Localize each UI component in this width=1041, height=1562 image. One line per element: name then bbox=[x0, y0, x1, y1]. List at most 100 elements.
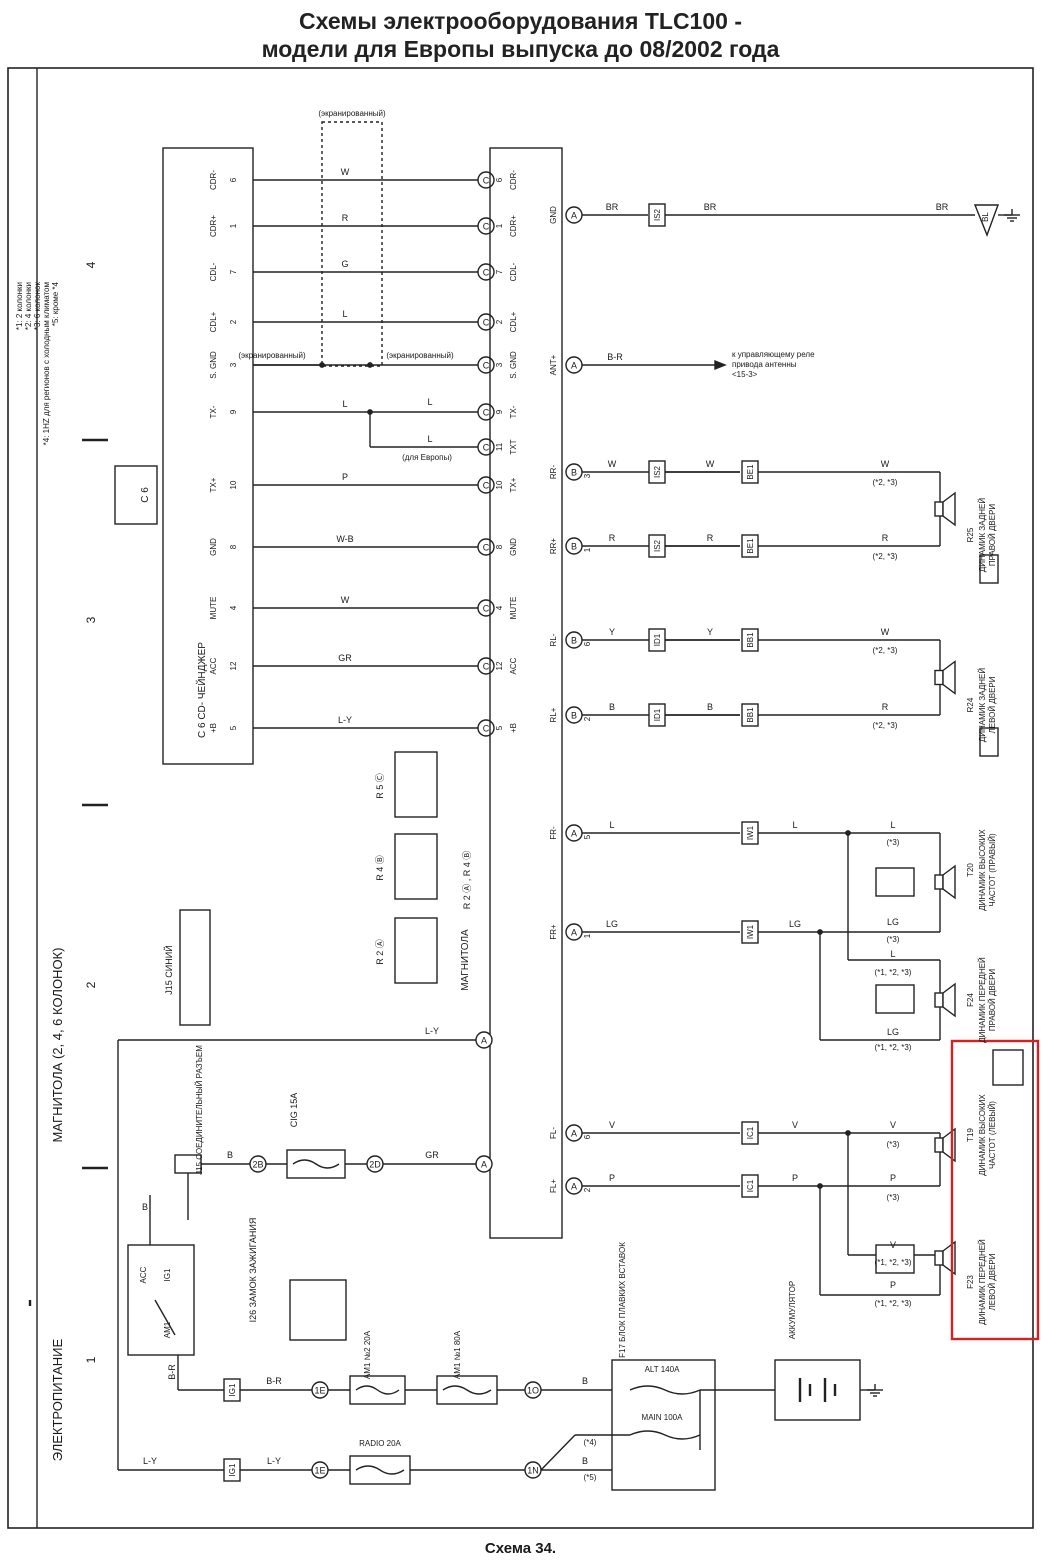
fuse-label: MAIN 100A bbox=[642, 1413, 684, 1422]
cd-changer-box bbox=[162, 147, 254, 765]
head-unit-pin-name: RL- bbox=[549, 633, 558, 646]
head-unit-pin-number: 10 bbox=[495, 480, 504, 489]
connector-terminal-letter: A bbox=[571, 928, 577, 938]
shield-note: (экранированный) bbox=[318, 109, 386, 118]
pin-number: 6 bbox=[583, 1134, 592, 1139]
speaker-name: ЧАСТОТ (ПРАВЫЙ) bbox=[988, 833, 997, 907]
cd-pin-number: 5 bbox=[229, 725, 238, 730]
wire-color-code: W-B bbox=[336, 534, 353, 544]
battery-box bbox=[774, 1359, 861, 1421]
speaker-name: ЛЕВОЙ ДВЕРИ bbox=[988, 1253, 997, 1310]
speaker-connector bbox=[979, 727, 999, 757]
speaker-T19-cone bbox=[942, 1127, 956, 1163]
junction-label: IG1 bbox=[228, 1383, 237, 1396]
connector-terminal-letter: C bbox=[483, 443, 490, 453]
head-unit-connector-label: R 4 Ⓑ bbox=[375, 855, 385, 881]
wire-color-code: G bbox=[341, 259, 348, 269]
section-label-power: ЭЛЕКТРОПИТАНИЕ bbox=[50, 1338, 65, 1461]
speaker-ref: F24 bbox=[966, 993, 975, 1007]
head-unit-pin-name: ANT+ bbox=[549, 354, 558, 375]
speaker-F24-magnet bbox=[934, 992, 944, 1008]
wire-color-code: LG bbox=[887, 1027, 899, 1037]
head-unit-pin-name: CDR+ bbox=[509, 215, 518, 237]
speaker-F23-magnet bbox=[934, 1250, 944, 1266]
shield-dashed bbox=[321, 121, 383, 367]
wire-color-code: LG bbox=[887, 917, 899, 927]
wire-color-code: B bbox=[227, 1150, 233, 1160]
power-wire bbox=[540, 1434, 576, 1471]
wire-color-code: LG bbox=[789, 919, 801, 929]
connector-terminal-letter: 1E bbox=[314, 1466, 325, 1476]
wire-color-code: W bbox=[341, 595, 350, 605]
wire-color-code: R bbox=[707, 533, 714, 543]
head-unit-connector-label: R 5 Ⓒ bbox=[375, 773, 385, 799]
connector-terminal-letter: B bbox=[571, 542, 577, 552]
wire-color-code: P bbox=[609, 1173, 615, 1183]
head-unit-refs: R 2 Ⓐ , R 4 Ⓑ bbox=[462, 851, 472, 910]
connector-terminal-letter: C bbox=[483, 543, 490, 553]
cd-changer-label: C 6 CD- ЧЕЙНДЖЕР bbox=[195, 642, 208, 738]
ignition-switch bbox=[127, 1244, 195, 1356]
head-unit-box bbox=[489, 147, 563, 1239]
head-unit-pin-name: RR- bbox=[549, 465, 558, 480]
head-unit-pin-number: 5 bbox=[495, 725, 504, 730]
speaker-name: ДИНАМИК ПЕРЕДНЕЙ bbox=[978, 957, 987, 1043]
speaker-name: ДИНАМИК ВЫСОКИХ bbox=[978, 829, 987, 911]
page-title-line1: Схемы электрооборудования TLC100 - bbox=[299, 8, 742, 34]
head-unit-pin-name: TX+ bbox=[509, 477, 518, 492]
wire-color-code: B-R bbox=[167, 1364, 177, 1380]
ground-point-bl bbox=[973, 204, 1000, 237]
wire-color-code: R bbox=[342, 213, 349, 223]
wire-color-code: L bbox=[792, 820, 797, 830]
head-unit-connector-2 bbox=[394, 917, 438, 984]
connector-terminal-letter: C bbox=[483, 176, 490, 186]
connector-terminal-letter: C bbox=[483, 318, 490, 328]
ignition-pin: AM1 bbox=[163, 1321, 172, 1338]
fuse-label: AM1 №2 20A bbox=[363, 1330, 372, 1379]
speaker-name: ДИНАМИК ВЫСОКИХ bbox=[978, 1094, 987, 1176]
speaker-connector bbox=[875, 867, 915, 897]
note-line: *2: 4 колонки bbox=[24, 282, 33, 330]
wire-color-code: V bbox=[890, 1240, 896, 1250]
pin-number: 1 bbox=[583, 547, 592, 552]
cd-changer-connector bbox=[114, 465, 158, 525]
head-unit-pin-name: TXT bbox=[509, 439, 518, 454]
splice-dot bbox=[845, 1130, 851, 1136]
head-unit-pin-number: 2 bbox=[495, 319, 504, 324]
head-unit-connector-1 bbox=[394, 833, 438, 900]
ground-label: BL bbox=[981, 212, 990, 222]
fuse-label: RADIO 20A bbox=[359, 1439, 401, 1448]
pin-number: 3 bbox=[583, 473, 592, 478]
shield-note: (экранированный) bbox=[386, 351, 454, 360]
wire-color-code: W bbox=[881, 459, 890, 469]
j15-connector bbox=[179, 909, 211, 1026]
junction-label: IW1 bbox=[746, 825, 755, 840]
wire-color-code: B bbox=[142, 1202, 148, 1212]
cd-pin-number: 3 bbox=[229, 362, 238, 367]
junction-label: IC1 bbox=[746, 1179, 755, 1192]
cd-pin-number: 7 bbox=[229, 269, 238, 274]
speaker-ref: R25 bbox=[966, 527, 975, 542]
wire-color-code: L bbox=[342, 399, 347, 409]
head-unit-pin-number: 3 bbox=[495, 362, 504, 367]
speaker-T19-magnet bbox=[934, 1137, 944, 1153]
variant-note: (*1, *2, *3) bbox=[875, 1043, 912, 1052]
ignition-pin: ACC bbox=[139, 1266, 148, 1283]
speaker-ref: R24 bbox=[966, 697, 975, 712]
connector-terminal-letter: A bbox=[571, 211, 577, 221]
pin-number: 5 bbox=[583, 834, 592, 839]
speaker-name: ЧАСТОТ (ЛЕВЫЙ) bbox=[988, 1101, 997, 1169]
speaker-F24-cone bbox=[942, 982, 956, 1018]
column-number: 2 bbox=[84, 981, 98, 988]
fuse-am2-element bbox=[355, 1385, 400, 1395]
fuse-alt-element bbox=[629, 1385, 701, 1395]
diagram-caption: Схема 34. bbox=[484, 1540, 557, 1557]
battery-label: АККУМУЛЯТОР bbox=[788, 1281, 797, 1339]
wire-color-code: LG bbox=[606, 919, 618, 929]
head-unit-pin-name: TX- bbox=[509, 405, 518, 418]
wire-color-code: V bbox=[609, 1120, 615, 1130]
pin-number: 1 bbox=[583, 933, 592, 938]
head-unit-connector-label: R 2 Ⓐ bbox=[375, 939, 385, 965]
note-line: *4: 1HZ для регионов с холодным климатом bbox=[42, 282, 51, 445]
note-line: *3: 6 колонок bbox=[33, 282, 42, 331]
